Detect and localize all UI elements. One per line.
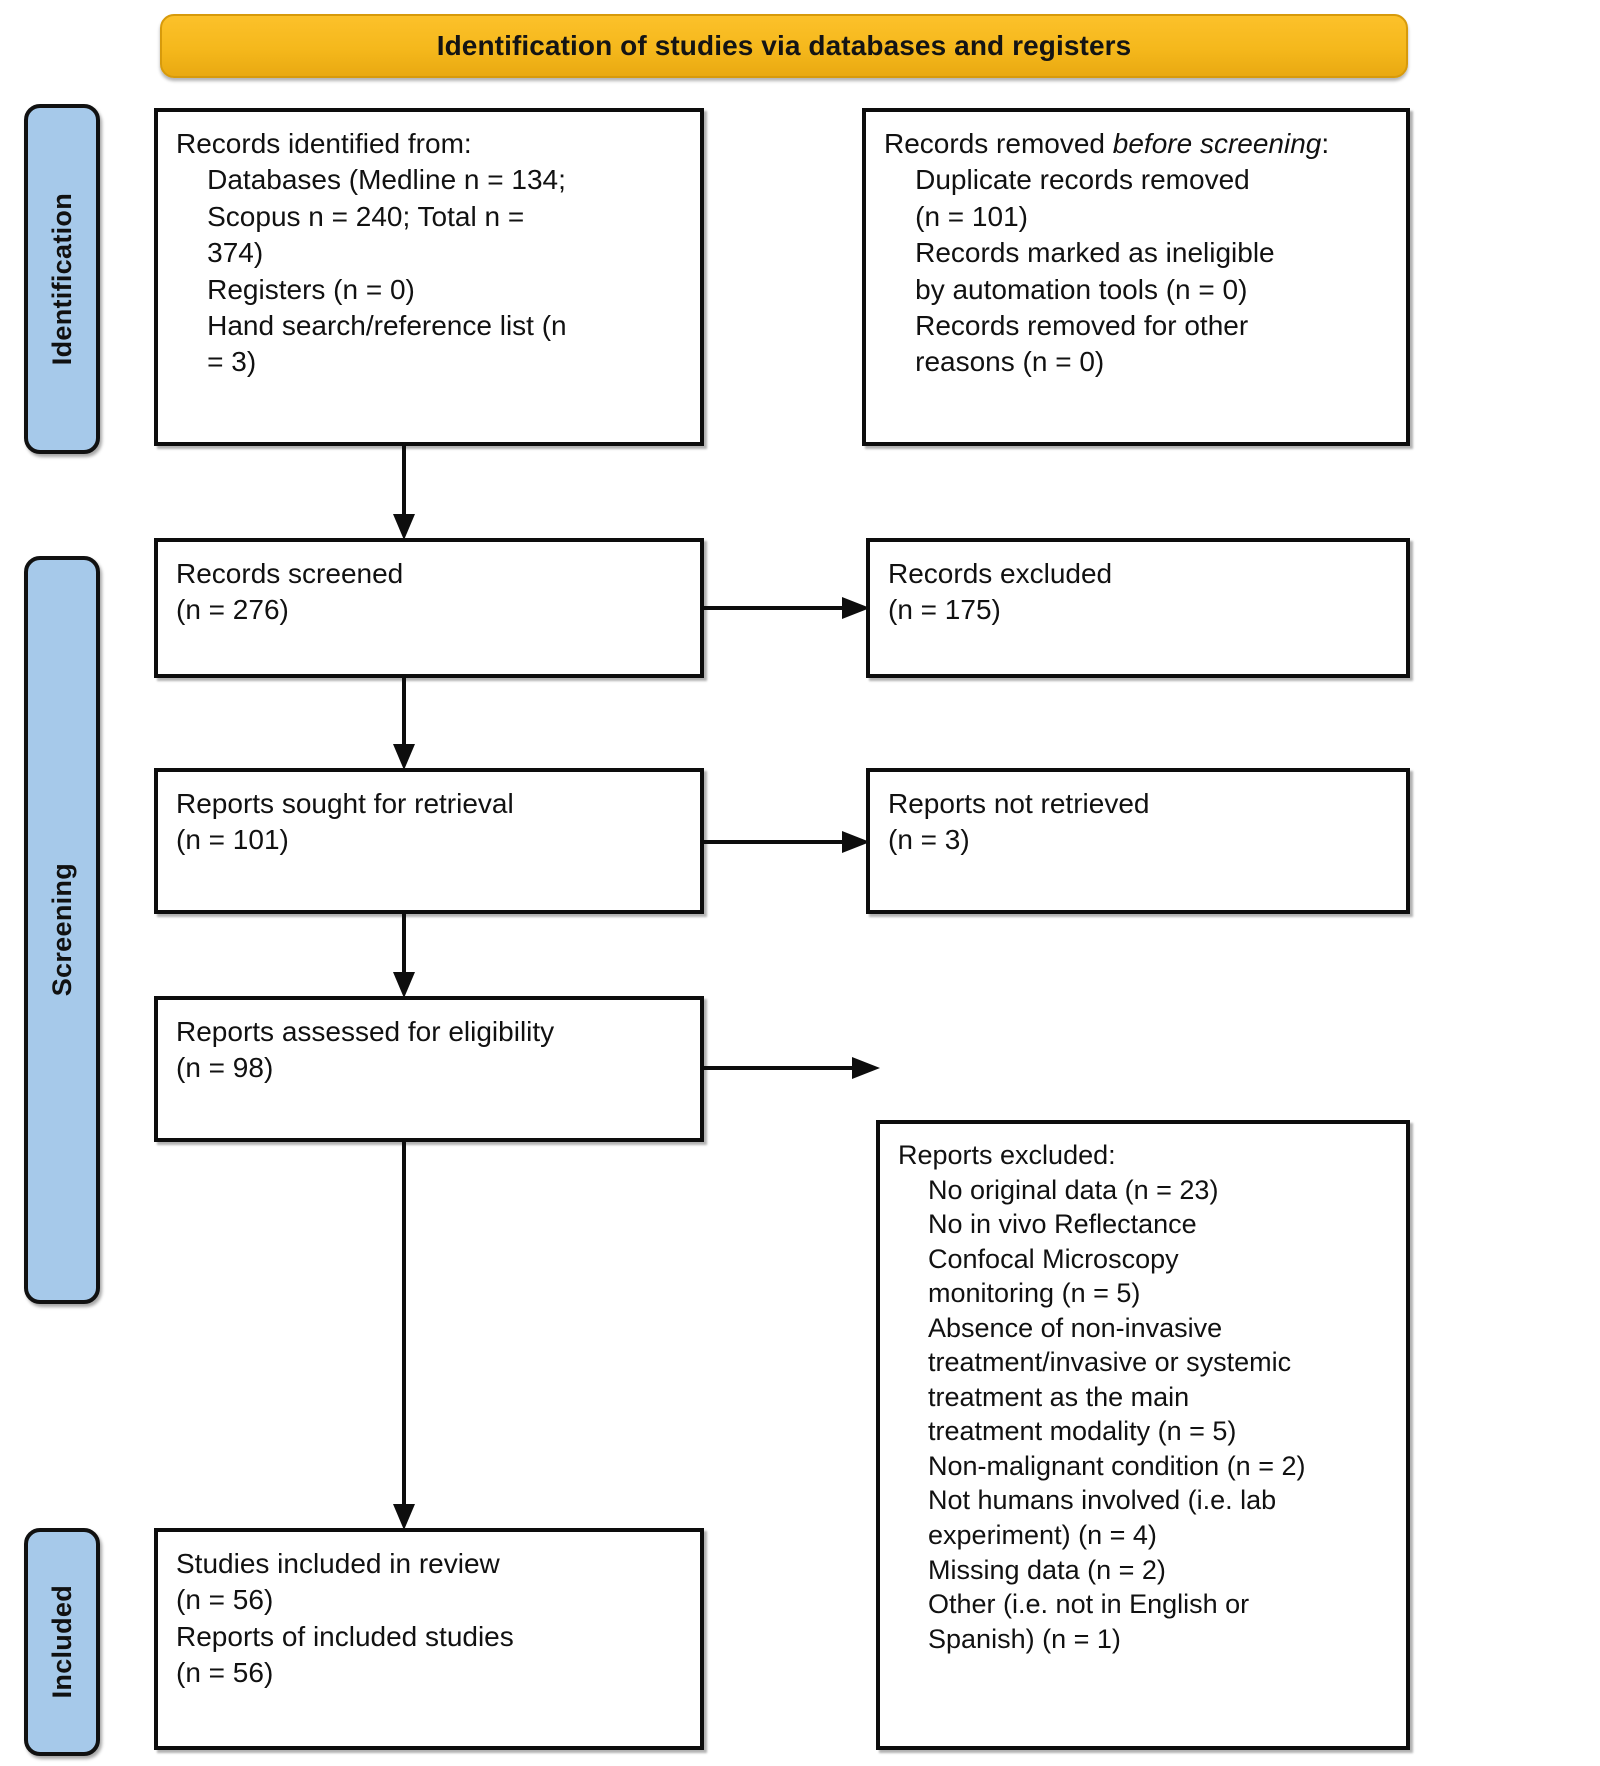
box-studies-included-text: Studies included in review (n = 56) Repo… bbox=[176, 1548, 514, 1689]
box-records-excluded: Records excluded (n = 175) bbox=[866, 538, 1410, 678]
box-reports-excluded-text: Reports excluded: No original data (n = … bbox=[898, 1140, 1306, 1654]
box-reports-excluded: Reports excluded: No original data (n = … bbox=[876, 1120, 1410, 1750]
stage-label-identification-text: Identification bbox=[46, 192, 77, 366]
box-reports-not-retrieved-text: Reports not retrieved (n = 3) bbox=[888, 788, 1150, 856]
box-records-identified-text: Records identified from: Databases (Medl… bbox=[176, 128, 567, 378]
box-records-excluded-text: Records excluded (n = 175) bbox=[888, 558, 1113, 626]
box-studies-included-in-review: Studies included in review (n = 56) Repo… bbox=[154, 1528, 704, 1750]
arrow-screened-to-records-excluded bbox=[704, 596, 870, 620]
stage-label-included: Included bbox=[24, 1528, 100, 1756]
box-records-removed-before-screening: Records removed before screening: Duplic… bbox=[862, 108, 1410, 446]
arrow-assessed-to-reports-excluded bbox=[704, 1056, 880, 1080]
arrow-sought-to-not-retrieved bbox=[704, 830, 870, 854]
arrow-sought-to-assessed bbox=[392, 914, 416, 998]
box-records-removed-text: Duplicate records removed (n = 101) Reco… bbox=[915, 164, 1275, 378]
box-records-removed-heading-italic: before screening bbox=[1112, 128, 1322, 159]
diagram-title: Identification of studies via databases … bbox=[436, 30, 1132, 61]
box-records-screened-text: Records screened (n = 276) bbox=[176, 558, 404, 626]
box-reports-assessed-for-eligibility: Reports assessed for eligibility (n = 98… bbox=[154, 996, 704, 1142]
box-records-removed-heading-colon: : bbox=[1321, 128, 1330, 159]
box-reports-sought-for-retrieval: Reports sought for retrieval (n = 101) bbox=[154, 768, 704, 914]
box-records-removed-heading: Records removed before screening: bbox=[884, 126, 1390, 162]
box-reports-sought-text: Reports sought for retrieval (n = 101) bbox=[176, 788, 514, 856]
arrow-identified-to-screened bbox=[392, 446, 416, 540]
stage-label-screening: Screening bbox=[24, 556, 100, 1304]
arrow-assessed-to-included bbox=[392, 1142, 416, 1530]
box-records-screened: Records screened (n = 276) bbox=[154, 538, 704, 678]
box-records-removed-heading-plain: Records removed bbox=[884, 128, 1113, 159]
box-reports-not-retrieved: Reports not retrieved (n = 3) bbox=[866, 768, 1410, 914]
stage-label-identification: Identification bbox=[24, 104, 100, 454]
box-reports-assessed-text: Reports assessed for eligibility (n = 98… bbox=[176, 1016, 555, 1084]
arrow-screened-to-sought bbox=[392, 678, 416, 770]
stage-label-screening-text: Screening bbox=[46, 863, 77, 997]
stage-label-included-text: Included bbox=[46, 1585, 77, 1699]
box-records-identified: Records identified from: Databases (Medl… bbox=[154, 108, 704, 446]
diagram-header-banner: Identification of studies via databases … bbox=[160, 14, 1408, 78]
